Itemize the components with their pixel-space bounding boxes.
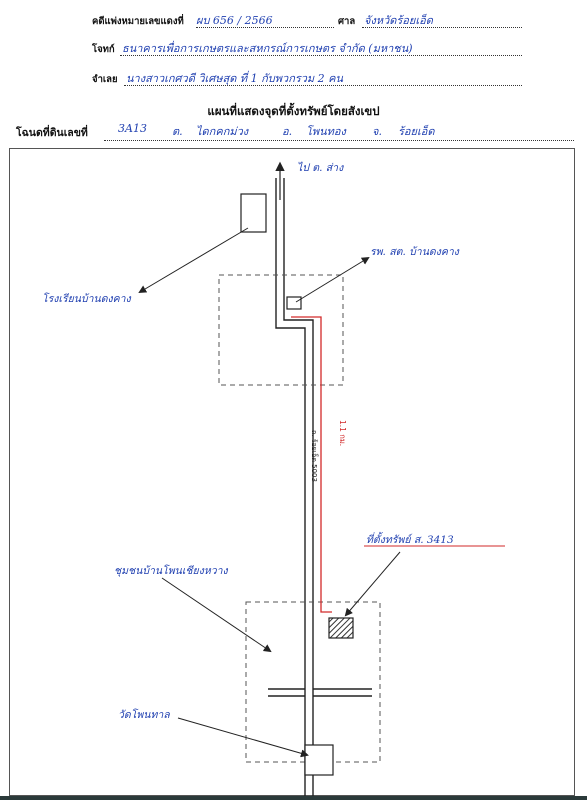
deed-label: โฉนดที่ดินเลขที่: [16, 127, 88, 139]
subdistrict-value: ไดกคกม่วง: [196, 125, 249, 138]
school-marker: [240, 193, 267, 233]
village-arrow: [161, 577, 272, 653]
route-line: [291, 316, 332, 613]
case-underline: [196, 27, 334, 28]
viewer-bottom-bar: [0, 796, 587, 800]
defendant-label: จำเลย: [92, 74, 118, 85]
health-center-label: รพ. สต. บ้านดงคาง: [370, 246, 459, 258]
defendant-underline: [124, 85, 522, 86]
case-label: คดีแพ่งหมายเลขแดงที่: [92, 16, 184, 27]
court-underline: [362, 27, 522, 28]
property-arrow: [344, 551, 401, 617]
health-center-marker: [286, 296, 302, 310]
property-marker: [328, 617, 354, 639]
main-road: [275, 178, 314, 797]
cross-road: [268, 688, 372, 697]
deed-number: 3A13: [118, 122, 147, 135]
village-label: ชุมชนบ้านโพนเชียงหวาง: [114, 565, 228, 577]
plaintiff-label: โจทก์: [92, 44, 115, 55]
map-frame: [9, 148, 575, 796]
map-title: แผนที่แสดงจุดที่ตั้งทรัพย์โดยสังเขป: [207, 104, 380, 118]
case-value: ผบ 656 / 2566: [196, 14, 273, 27]
temple-marker: [304, 744, 334, 776]
court-value: จังหวัดร้อยเอ็ด: [364, 14, 433, 27]
school-arrow: [138, 227, 249, 294]
temple-label: วัดโพนทาล: [118, 709, 170, 721]
school-label: โรงเรียนบ้านดงคาง: [42, 293, 131, 305]
road-code-label: ถ. ร้อยเอ็ด 5003: [310, 430, 318, 482]
province-value: ร้อยเอ็ด: [398, 125, 435, 138]
plaintiff-value: ธนาคารเพื่อการเกษตรและสหกรณ์การเกษตร จำก…: [122, 42, 413, 55]
temple-arrow: [177, 717, 309, 758]
road-distance-label: 1.1 กม.: [338, 420, 347, 447]
court-label: ศาล: [338, 16, 356, 27]
province-prefix: จ.: [372, 125, 382, 138]
defendant-value: นางสาวเกศวดี วิเศษสุด ที่ 1 กับพวกรวม 2 …: [126, 72, 344, 85]
health-center-arrow: [295, 256, 370, 303]
district-value: โพนทอง: [306, 125, 346, 138]
plaintiff-row: โจทก์ ธนาคารเพื่อการเกษตรและสหกรณ์การเกษ…: [0, 38, 587, 56]
district-prefix: อ.: [282, 125, 293, 138]
defendant-row: จำเลย นางสาวเกศวดี วิเศษสุด ที่ 1 กับพวก…: [0, 68, 587, 86]
case-row: คดีแพ่งหมายเลขแดงที่ ผบ 656 / 2566 ศาล จ…: [0, 10, 587, 28]
subdistrict-prefix: ต.: [172, 125, 183, 138]
plaintiff-underline: [120, 55, 522, 56]
north-dashed-area: [218, 274, 344, 386]
road-north-label: ไป ต. ส่าง: [297, 162, 344, 174]
property-label: ที่ตั้งทรัพย์ ส. 3413: [366, 534, 454, 546]
deed-underline: [104, 140, 574, 141]
